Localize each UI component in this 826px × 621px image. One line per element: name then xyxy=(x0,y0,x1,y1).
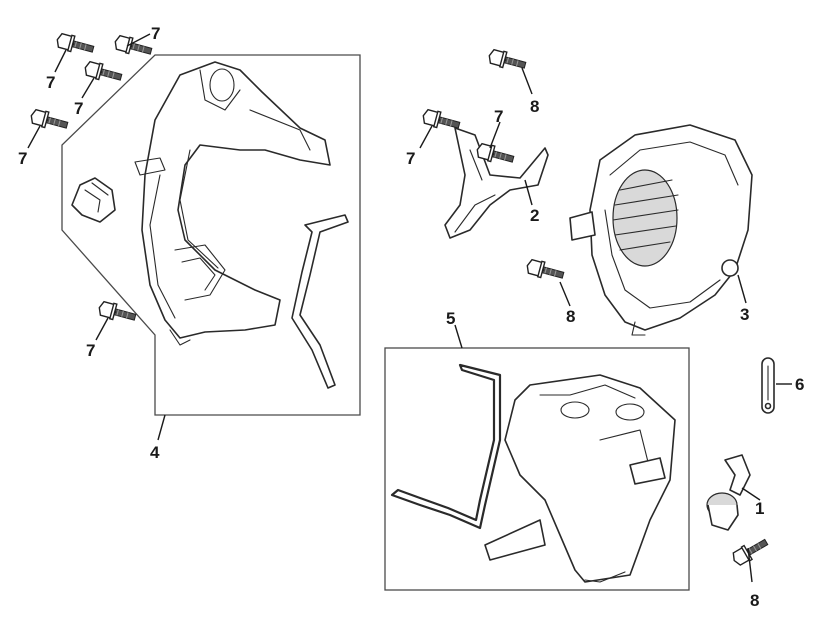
callout-5: 5 xyxy=(446,309,455,328)
group-frame-4 xyxy=(61,54,361,416)
callout-7-g: 7 xyxy=(494,107,503,126)
grommet-part-1 xyxy=(706,454,751,531)
callout-7-a: 7 xyxy=(46,73,55,92)
callout-7-f: 7 xyxy=(406,149,415,168)
callout-7-b: 7 xyxy=(151,24,160,43)
bolt-7e xyxy=(96,299,138,326)
wire-strip xyxy=(390,363,502,530)
shroud-part-4 xyxy=(134,61,331,346)
bolt-7a xyxy=(54,31,96,58)
callout-7-e: 7 xyxy=(86,341,95,360)
bolt-7c xyxy=(82,59,124,86)
group-frame-5 xyxy=(384,347,690,591)
callout-labels: 1 2 3 4 5 6 7 7 7 7 7 7 7 8 8 8 xyxy=(18,24,804,610)
bolt-8a xyxy=(486,47,528,74)
fan-cover-part-3 xyxy=(569,124,753,336)
lower-shroud-part-5 xyxy=(484,374,676,583)
callout-7-d: 7 xyxy=(18,149,27,168)
callout-3: 3 xyxy=(740,305,749,324)
leader-lines xyxy=(27,33,792,583)
callout-4: 4 xyxy=(150,443,160,462)
callout-2: 2 xyxy=(530,206,539,225)
bolt-7d xyxy=(28,107,70,134)
callout-6: 6 xyxy=(795,375,804,394)
bolt-8b xyxy=(524,257,566,284)
seal-strip xyxy=(291,214,349,389)
band-clip-part-6 xyxy=(761,357,775,414)
bolt-7b xyxy=(112,33,154,60)
callout-7-c: 7 xyxy=(74,99,83,118)
callout-1: 1 xyxy=(755,499,764,518)
callout-8-a: 8 xyxy=(530,97,539,116)
callout-8-c: 8 xyxy=(750,591,759,610)
clip-bracket xyxy=(71,177,116,223)
bracket-part-2 xyxy=(444,127,549,239)
callout-8-b: 8 xyxy=(566,307,575,326)
